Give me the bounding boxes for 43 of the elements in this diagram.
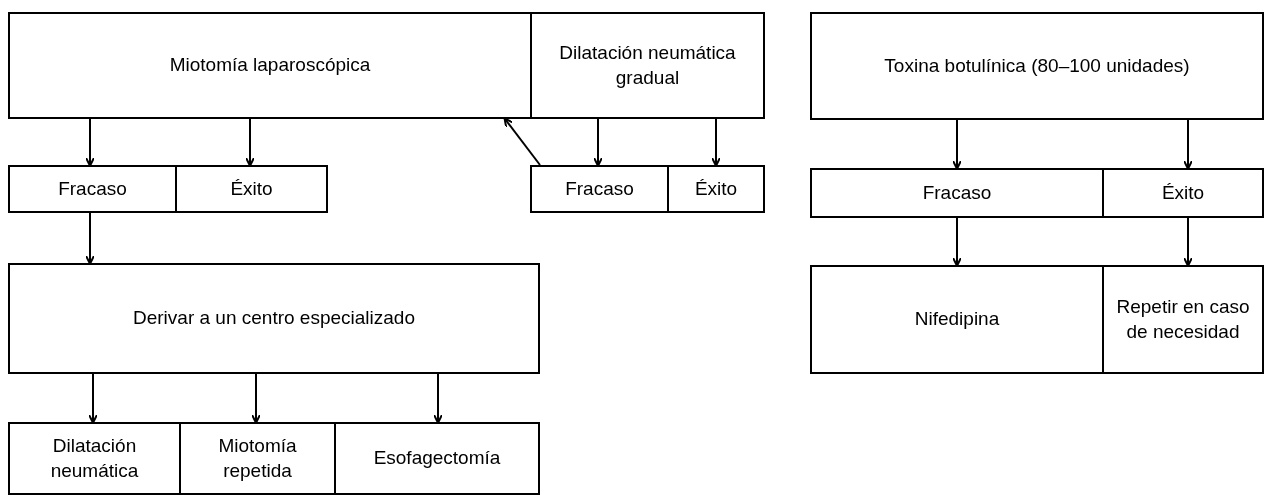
box-label: Dilatación neumática xyxy=(49,433,140,483)
process-box xyxy=(1102,168,1264,218)
box-label: Fracaso xyxy=(921,180,993,205)
arrow xyxy=(952,217,962,267)
process-box xyxy=(810,12,1264,120)
process-box xyxy=(8,422,181,495)
process-box xyxy=(810,265,1104,374)
process-box xyxy=(175,165,328,213)
box-label: Fracaso xyxy=(564,176,635,201)
arrow xyxy=(711,118,721,167)
box-label: Miotomía laparoscópica xyxy=(168,53,372,78)
box-label: Miotomía repetida xyxy=(217,433,298,483)
process-box xyxy=(8,263,540,374)
box-label: Dilatación neumática gradual xyxy=(558,40,737,90)
box-label: Éxito xyxy=(1160,180,1206,205)
box-label: Derivar a un centro especializado xyxy=(132,306,416,331)
arrow xyxy=(503,117,541,166)
process-box xyxy=(530,12,765,119)
process-box xyxy=(8,165,177,213)
box-label: Fracaso xyxy=(57,176,128,201)
arrow xyxy=(433,373,443,424)
arrow xyxy=(85,118,95,167)
arrow xyxy=(1183,119,1193,170)
arrow xyxy=(88,373,98,424)
box-label: Toxina botulínica (80–100 unidades) xyxy=(883,53,1191,78)
box-label: Esofagectomía xyxy=(372,446,502,471)
arrow xyxy=(952,119,962,170)
box-label: Éxito xyxy=(693,176,739,201)
arrow xyxy=(85,212,95,265)
process-box xyxy=(179,422,336,495)
arrow xyxy=(1183,217,1193,267)
process-box xyxy=(334,422,540,495)
box-label: Nifedipina xyxy=(913,307,1001,332)
process-box xyxy=(810,168,1104,218)
process-box xyxy=(667,165,765,213)
process-box xyxy=(8,12,532,119)
box-label: Éxito xyxy=(229,176,274,201)
arrow xyxy=(593,118,603,167)
arrow xyxy=(245,118,255,167)
arrow xyxy=(251,373,261,424)
process-box xyxy=(1102,265,1264,374)
process-box xyxy=(530,165,669,213)
box-label: Repetir en caso de necesidad xyxy=(1115,294,1251,344)
